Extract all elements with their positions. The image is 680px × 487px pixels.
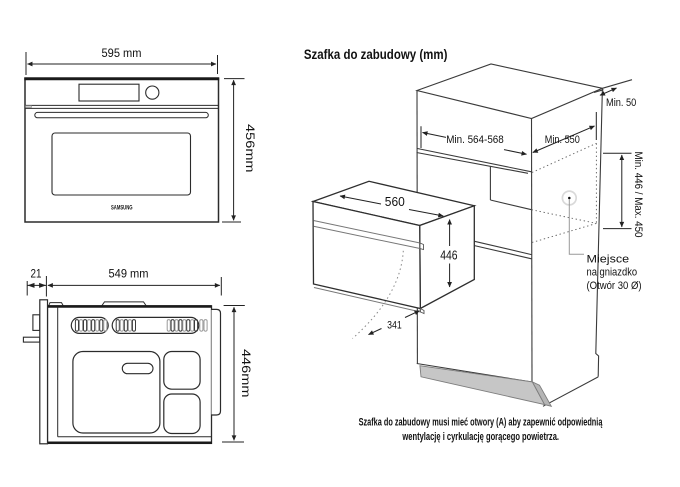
svg-text:560: 560 xyxy=(385,194,405,209)
svg-text:446: 446 xyxy=(440,247,457,262)
svg-text:Min. 564-568: Min. 564-568 xyxy=(446,134,504,146)
svg-text:595 mm: 595 mm xyxy=(102,46,142,60)
svg-text:Miejsce: Miejsce xyxy=(587,254,630,266)
svg-text:Min. 50: Min. 50 xyxy=(606,97,636,109)
svg-text:Szafka do zabudowy musi mieć o: Szafka do zabudowy musi mieć otwory (A) … xyxy=(359,417,603,429)
svg-text:21: 21 xyxy=(31,266,42,280)
svg-text:Min. 446 / Max. 450: Min. 446 / Max. 450 xyxy=(632,152,644,238)
svg-text:Min. 550: Min. 550 xyxy=(545,134,580,146)
svg-text:549 mm: 549 mm xyxy=(109,266,149,280)
svg-text:SAMSUNG: SAMSUNG xyxy=(111,204,133,211)
svg-text:Szafka do zabudowy (mm): Szafka do zabudowy (mm) xyxy=(304,47,448,62)
svg-text:(Otwór 30 Ø): (Otwór 30 Ø) xyxy=(587,280,642,292)
svg-text:446mm: 446mm xyxy=(239,349,253,398)
svg-text:wentylację i cyrkulację gorące: wentylację i cyrkulację gorącego powietr… xyxy=(402,431,559,443)
svg-text:456mm: 456mm xyxy=(243,124,257,173)
svg-text:341: 341 xyxy=(387,320,402,332)
svg-text:na gniazdko: na gniazdko xyxy=(587,266,638,278)
